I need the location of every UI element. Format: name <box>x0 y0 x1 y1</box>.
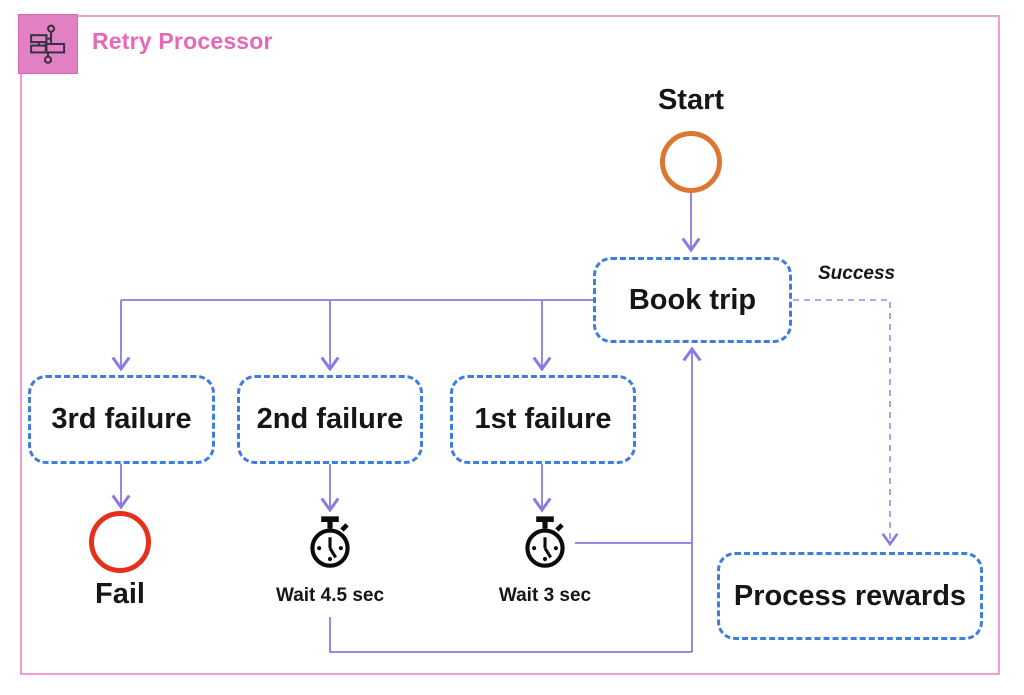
stopwatch-icon-wait3 <box>520 514 570 579</box>
stopwatch-icon-wait45 <box>305 514 355 579</box>
state-3rd-failure: 3rd failure <box>28 375 215 464</box>
wait45-label: Wait 4.5 sec <box>275 585 385 606</box>
start-circle <box>660 131 722 193</box>
start-label: Start <box>657 84 725 116</box>
workflow-glyph <box>30 24 66 64</box>
workflow-icon <box>18 14 78 74</box>
wait3-label: Wait 3 sec <box>498 585 592 606</box>
state-1st-failure: 1st failure <box>450 375 636 464</box>
success-edge-label: Success <box>818 263 896 284</box>
state-2nd-failure: 2nd failure <box>237 375 423 464</box>
diagram-title: Retry Processor <box>92 28 273 54</box>
state-book-trip: Book trip <box>593 257 792 343</box>
book-trip-label: Book trip <box>628 283 757 316</box>
fail-circle <box>89 511 151 573</box>
process-rewards-label: Process rewards <box>733 579 967 612</box>
second-failure-label: 2nd failure <box>256 403 404 435</box>
third-failure-label: 3rd failure <box>51 403 192 435</box>
fail-label: Fail <box>95 578 145 610</box>
first-failure-label: 1st failure <box>474 403 612 435</box>
state-process-rewards: Process rewards <box>717 552 983 640</box>
